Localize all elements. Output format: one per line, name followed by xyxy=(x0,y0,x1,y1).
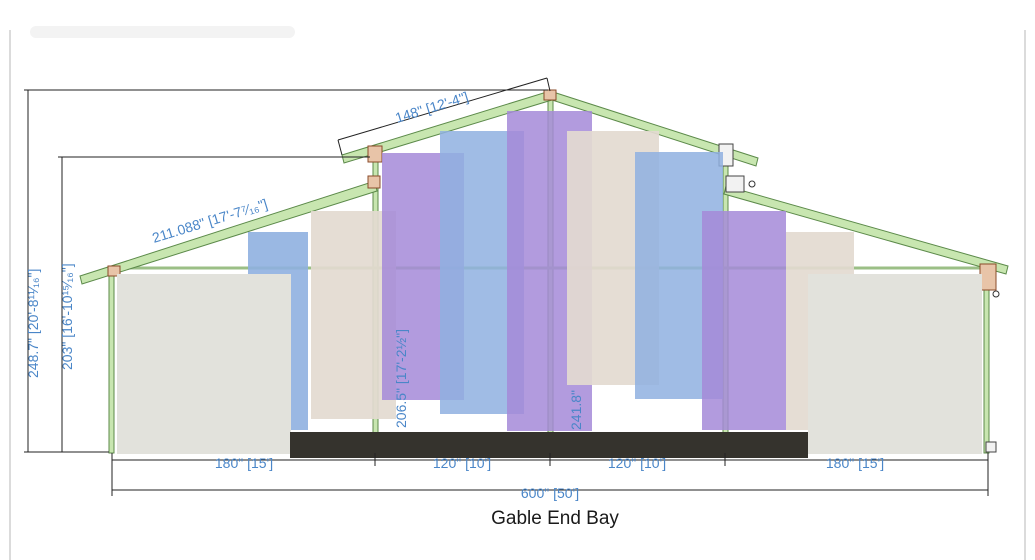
right-base-plate xyxy=(985,441,997,453)
left-joint-plate xyxy=(367,175,381,189)
left-lower-rafter xyxy=(79,180,378,285)
upper-rafter-tick-l xyxy=(337,139,343,156)
left-outer-post xyxy=(108,267,115,454)
overlay-gray-left xyxy=(117,274,291,454)
right-lower-rafter xyxy=(723,185,1009,275)
inner-post-right-label: 241.8" xyxy=(568,390,584,430)
right-outer-post xyxy=(983,267,990,454)
upper-rafter-tick-r xyxy=(546,77,551,92)
total-height-label: 248.7" [20'-8¹¹⁄₁₆"] xyxy=(25,269,41,378)
inner-post-left-label: 206.5" [17'-2½"] xyxy=(393,329,409,428)
span-outer-left-label: 180" [15'] xyxy=(215,455,273,471)
right-bolt xyxy=(748,180,756,188)
dimension-lines xyxy=(24,77,989,496)
left-ridge-plate xyxy=(367,145,383,163)
top-bar xyxy=(30,26,295,38)
right-eave-plate xyxy=(979,263,997,291)
diagram-title: Gable End Bay xyxy=(491,508,619,529)
span-inner-left-label: 120" [10'] xyxy=(433,455,491,471)
overlay-purple-3 xyxy=(702,211,786,430)
span-inner-right-label: 120" [10'] xyxy=(608,455,666,471)
right-joint-plate xyxy=(725,175,745,193)
overlay-beige-1 xyxy=(311,211,396,419)
upper-rafter-dim xyxy=(337,77,548,141)
base-bar xyxy=(290,432,808,458)
overlay-panels xyxy=(117,111,982,458)
overlay-gray-right xyxy=(808,274,982,454)
span-outer-right-label: 180" [15'] xyxy=(826,455,884,471)
left-eave-plate xyxy=(107,265,121,277)
total-width-label: 600" [50'] xyxy=(521,485,579,501)
right-eave-bolt xyxy=(992,290,1000,298)
ridge-plate xyxy=(543,89,557,101)
eave-height-label: 203" [16'-10¹⁵⁄₁₆"] xyxy=(59,263,75,370)
